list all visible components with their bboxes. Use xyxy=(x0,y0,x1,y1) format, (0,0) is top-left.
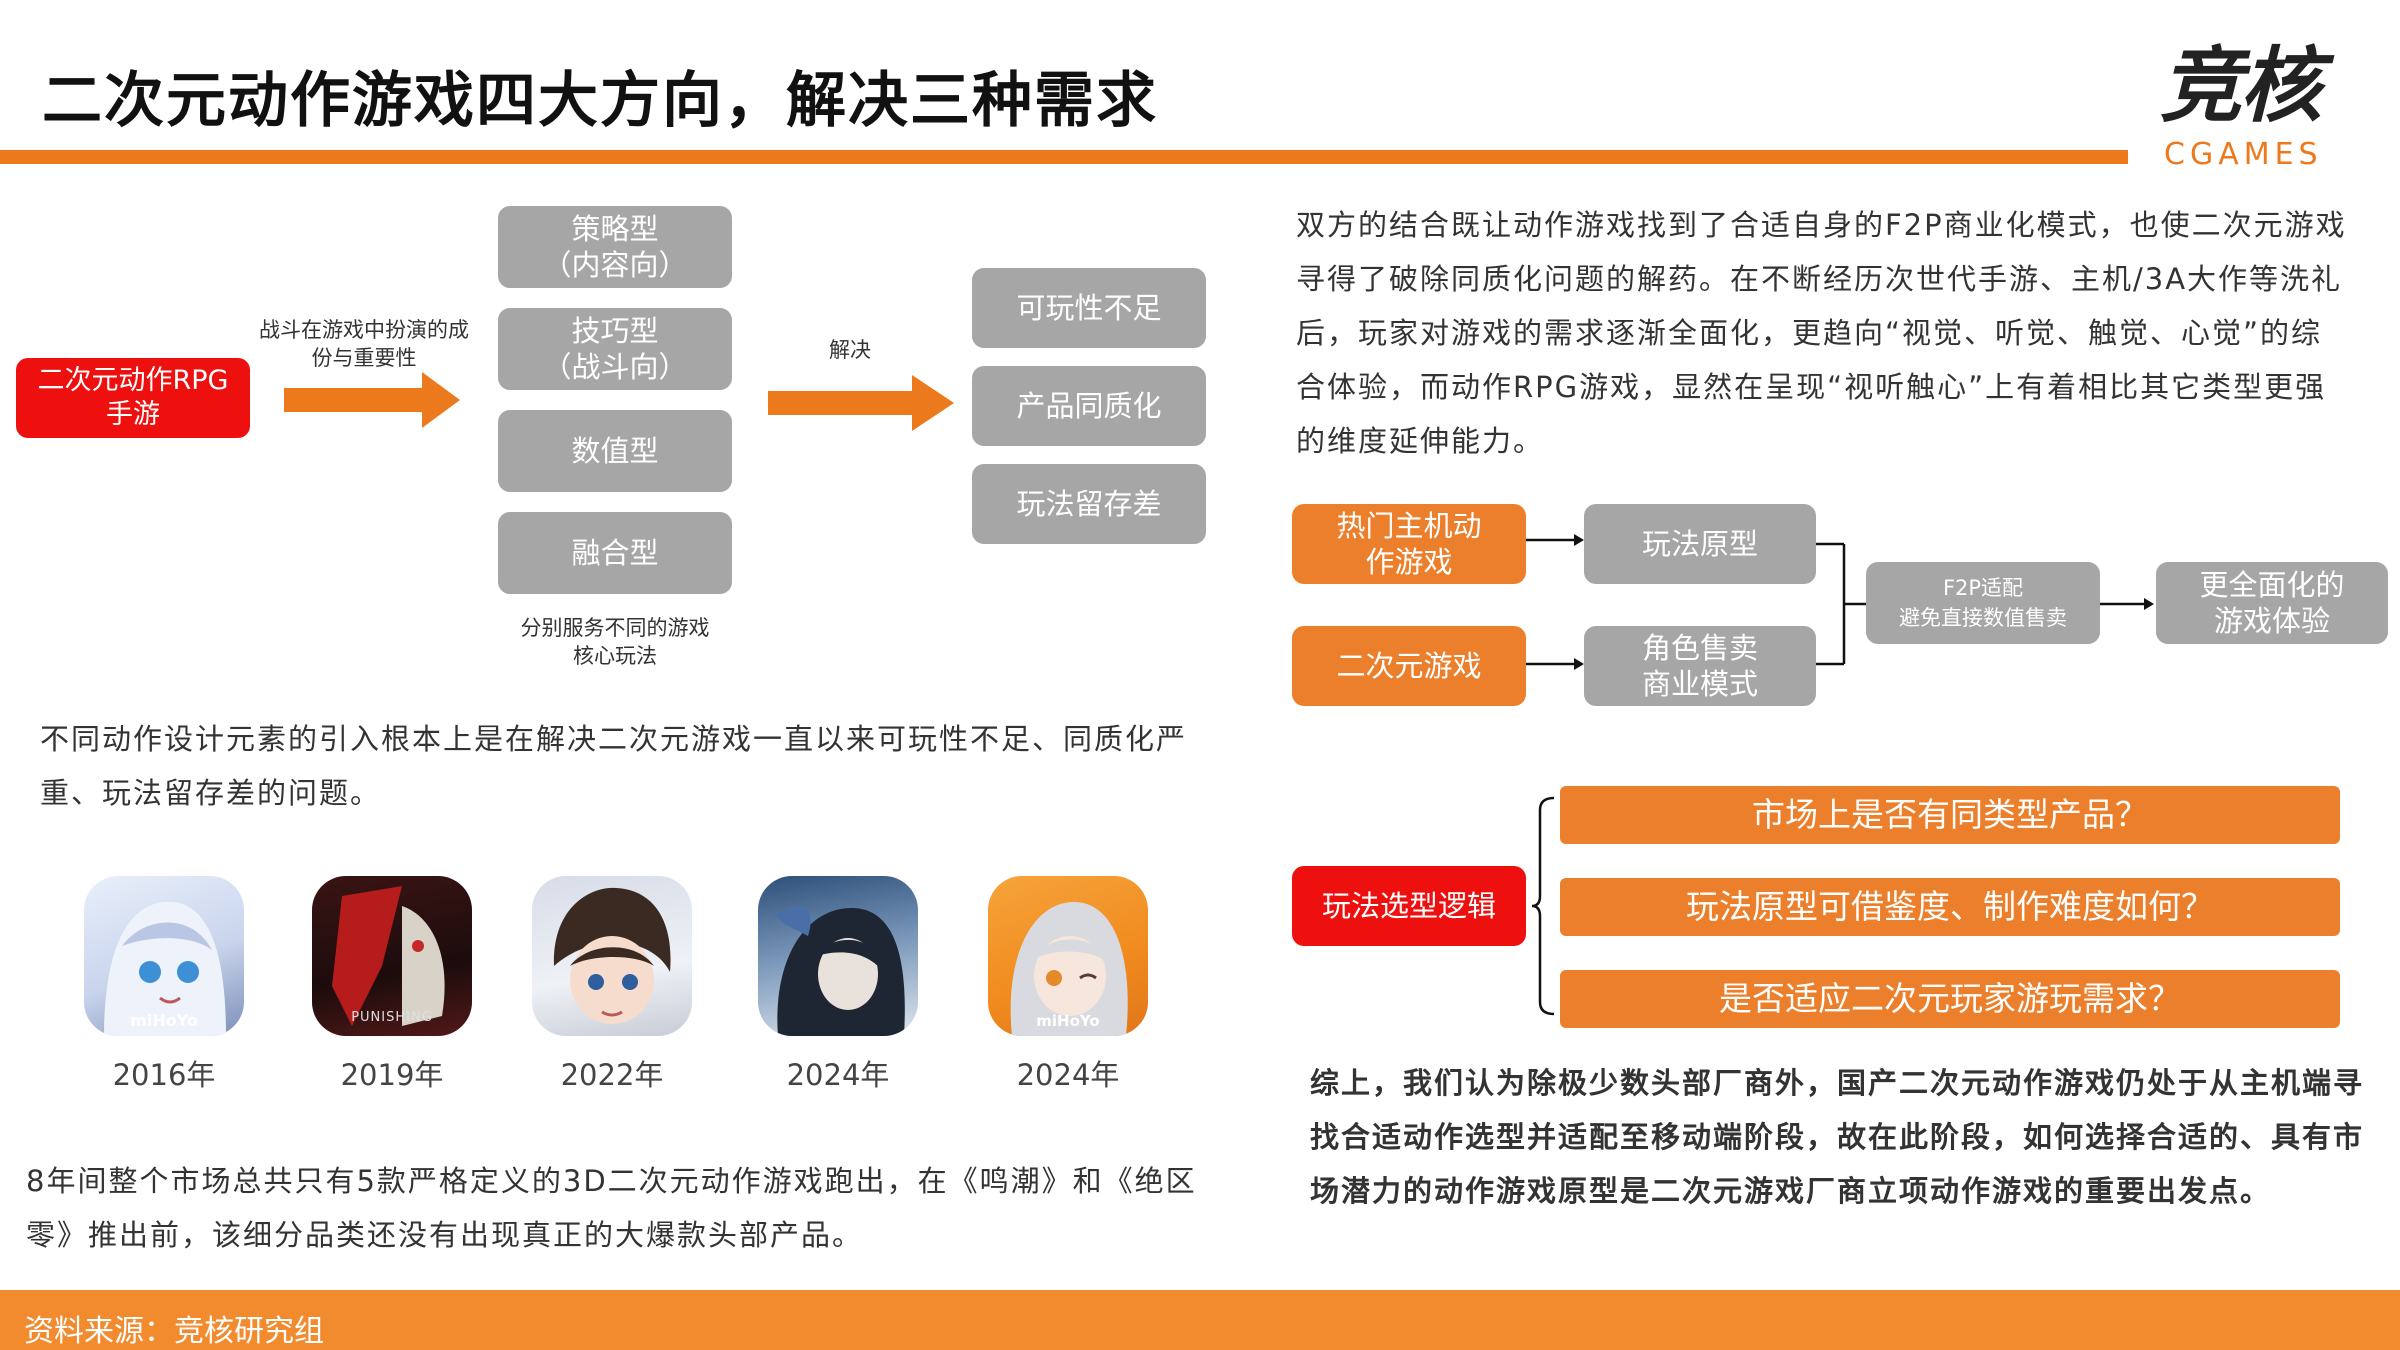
merge-box-f2p: F2P适配避免直接数值售卖 xyxy=(1866,562,2100,644)
merge-label-line1: F2P适配 xyxy=(1942,575,2024,600)
icon1-brand: miHoYo xyxy=(130,1011,198,1030)
arrow-right-1-icon xyxy=(284,372,460,428)
problem-box-homogeneity: 产品同质化 xyxy=(972,366,1206,446)
mid-box-gameplay-prototype: 玩法原型 xyxy=(1584,504,1816,584)
input2-label: 二次元游戏 xyxy=(1336,648,1482,683)
arrow-right-2-icon xyxy=(768,375,954,431)
honkai-impact-3-icon: miHoYo xyxy=(84,876,244,1036)
type-skill-label: 技巧型 xyxy=(571,313,659,348)
right-paragraph: 双方的结合既让动作游戏找到了合适自身的F2P商业化模式，也使二次元游戏寻得了破除… xyxy=(1296,208,2347,458)
title-underline-bar xyxy=(0,150,2128,164)
left-bottom-paragraph: 8年间整个市场总共只有5款严格定义的3D二次元动作游戏跑出，在《鸣潮》和《绝区零… xyxy=(26,1164,1197,1252)
brace-icon xyxy=(1531,796,1555,1016)
problem-homogeneity-label: 产品同质化 xyxy=(1016,388,1162,423)
year-label: 2024年 xyxy=(786,1058,890,1092)
question-box: 玩法原型可借鉴度、制作难度如何？ xyxy=(1560,878,2340,936)
year-label: 2019年 xyxy=(340,1058,444,1092)
logo: 竞核 xyxy=(2160,39,2322,134)
type-box-hybrid: 融合型 xyxy=(498,512,732,594)
year-label: 2024年 xyxy=(1016,1058,1120,1092)
year-label: 2022年 xyxy=(560,1058,664,1092)
problem-box-retention: 玩法留存差 xyxy=(972,464,1206,544)
merge-label-line2: 避免直接数值售卖 xyxy=(1899,606,2067,630)
type-hybrid-label: 融合型 xyxy=(571,535,659,570)
question-box: 市场上是否有同类型产品？ xyxy=(1560,786,2340,844)
page-title: 二次元动作游戏四大方向，解决三种需求 xyxy=(42,66,1158,136)
type-box-skill: 技巧型（战斗向） xyxy=(498,308,732,390)
source-note: 资料来源：竞核研究组 xyxy=(24,1314,324,1349)
icon5-brand: miHoYo xyxy=(1036,1012,1099,1030)
arrow-icon xyxy=(1526,658,1584,670)
type-skill-sub: （战斗向） xyxy=(542,350,688,384)
source-label: 二次元动作RPG手游 xyxy=(37,365,229,430)
icon2-brand: PUNISHING xyxy=(351,1010,433,1025)
type-strategy-label: 策略型 xyxy=(571,211,659,246)
selection-logic-box: 玩法选型逻辑 xyxy=(1292,866,1526,946)
arrow-icon xyxy=(2100,598,2154,610)
selection-label: 玩法选型逻辑 xyxy=(1321,888,1496,923)
output-label: 更全面化的游戏体验 xyxy=(2199,567,2345,638)
type-numeric-label: 数值型 xyxy=(571,433,659,468)
output-box-experience: 更全面化的游戏体验 xyxy=(2156,562,2388,644)
type-box-strategy: 策略型（内容向） xyxy=(498,206,732,288)
arrow-icon xyxy=(1526,534,1584,546)
problem-retention-label: 玩法留存差 xyxy=(1016,486,1162,521)
mid-box-character-sales: 角色售卖商业模式 xyxy=(1584,626,1816,706)
type-strategy-sub: （内容向） xyxy=(542,248,688,282)
input-box-anime-game: 二次元游戏 xyxy=(1292,626,1526,706)
mid2-label-line1: 角色售卖 xyxy=(1641,630,1758,665)
type-box-numeric: 数值型 xyxy=(498,410,732,492)
problem-playability-label: 可玩性不足 xyxy=(1016,290,1162,325)
logo-subtitle: CGAMES xyxy=(2164,137,2323,172)
arrow2-label: 解决 xyxy=(829,338,871,362)
mid1-label: 玩法原型 xyxy=(1641,526,1758,561)
arrow1-label: 战斗在游戏中扮演的成份与重要性 xyxy=(259,318,469,371)
input-box-console-action: 热门主机动作游戏 xyxy=(1292,504,1526,584)
footer-bar xyxy=(0,1290,2400,1350)
question-label: 玩法原型可借鉴度、制作难度如何？ xyxy=(1686,887,2214,927)
conclusion-paragraph: 综上，我们认为除极少数头部厂商外，国产二次元动作游戏仍处于从主机端寻找合适动作选… xyxy=(1310,1066,2365,1208)
types-note: 分别服务不同的游戏核心玩法 xyxy=(520,616,710,669)
left-paragraph: 不同动作设计元素的引入根本上是在解决二次元游戏一直以来可玩性不足、同质化严重、玩… xyxy=(40,722,1188,810)
input1-label: 热门主机动作游戏 xyxy=(1336,508,1482,579)
problem-box-playability: 可玩性不足 xyxy=(972,268,1206,348)
zenless-zone-zero-icon: miHoYo xyxy=(988,876,1148,1036)
source-box: 二次元动作RPG手游 xyxy=(16,358,250,438)
question-box: 是否适应二次元玩家游玩需求？ xyxy=(1560,970,2340,1028)
mid2-label-line2: 商业模式 xyxy=(1641,667,1758,701)
punishing-gray-raven-icon: PUNISHING xyxy=(312,876,472,1036)
question-label: 市场上是否有同类型产品？ xyxy=(1752,795,2148,835)
wuthering-waves-icon xyxy=(758,876,918,1036)
question-label: 是否适应二次元玩家游玩需求？ xyxy=(1719,979,2181,1019)
arknights-icon xyxy=(532,876,692,1036)
year-label: 2016年 xyxy=(112,1058,216,1092)
